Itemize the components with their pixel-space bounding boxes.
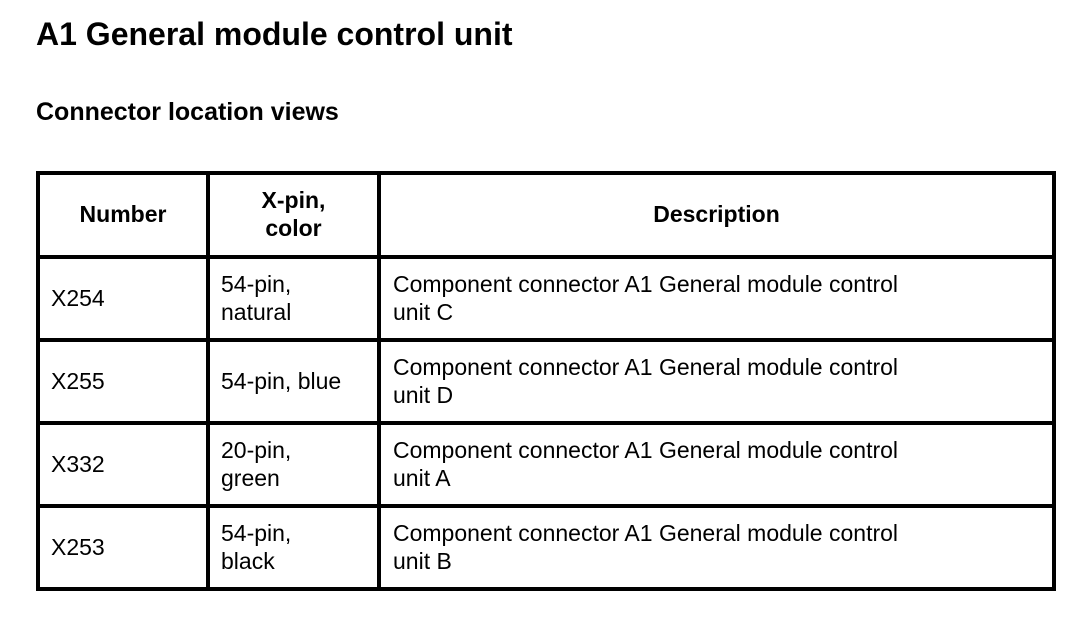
description-cell: Component connector A1 General module co… bbox=[377, 255, 1056, 342]
number-cell: X254 bbox=[36, 255, 210, 342]
xpin-color-cell: 54-pin, blue bbox=[206, 338, 381, 425]
xpin-color-cell: 20-pin, green bbox=[206, 421, 381, 508]
table-row: X332 20-pin, green Component connector A… bbox=[36, 421, 1056, 508]
xpin-color-cell: 54-pin, natural bbox=[206, 255, 381, 342]
description-cell: Component connector A1 General module co… bbox=[377, 338, 1056, 425]
column-header-description: Description bbox=[377, 171, 1056, 259]
table-row: X254 54-pin, natural Component connector… bbox=[36, 255, 1056, 342]
table-row: X255 54-pin, blue Component connector A1… bbox=[36, 338, 1056, 425]
number-cell: X332 bbox=[36, 421, 210, 508]
section-subtitle: Connector location views bbox=[36, 98, 339, 126]
number-cell: X253 bbox=[36, 504, 210, 591]
column-header-xpin-color: X-pin, color bbox=[206, 171, 381, 259]
description-cell: Component connector A1 General module co… bbox=[377, 504, 1056, 591]
page-title: A1 General module control unit bbox=[36, 16, 513, 52]
table-row: X253 54-pin, black Component connector A… bbox=[36, 504, 1056, 591]
connector-location-table: Number X-pin, color Description X254 54-… bbox=[36, 171, 1056, 591]
xpin-color-cell: 54-pin, black bbox=[206, 504, 381, 591]
description-cell: Component connector A1 General module co… bbox=[377, 421, 1056, 508]
number-cell: X255 bbox=[36, 338, 210, 425]
table-header-row: Number X-pin, color Description bbox=[36, 171, 1056, 259]
column-header-number: Number bbox=[36, 171, 210, 259]
